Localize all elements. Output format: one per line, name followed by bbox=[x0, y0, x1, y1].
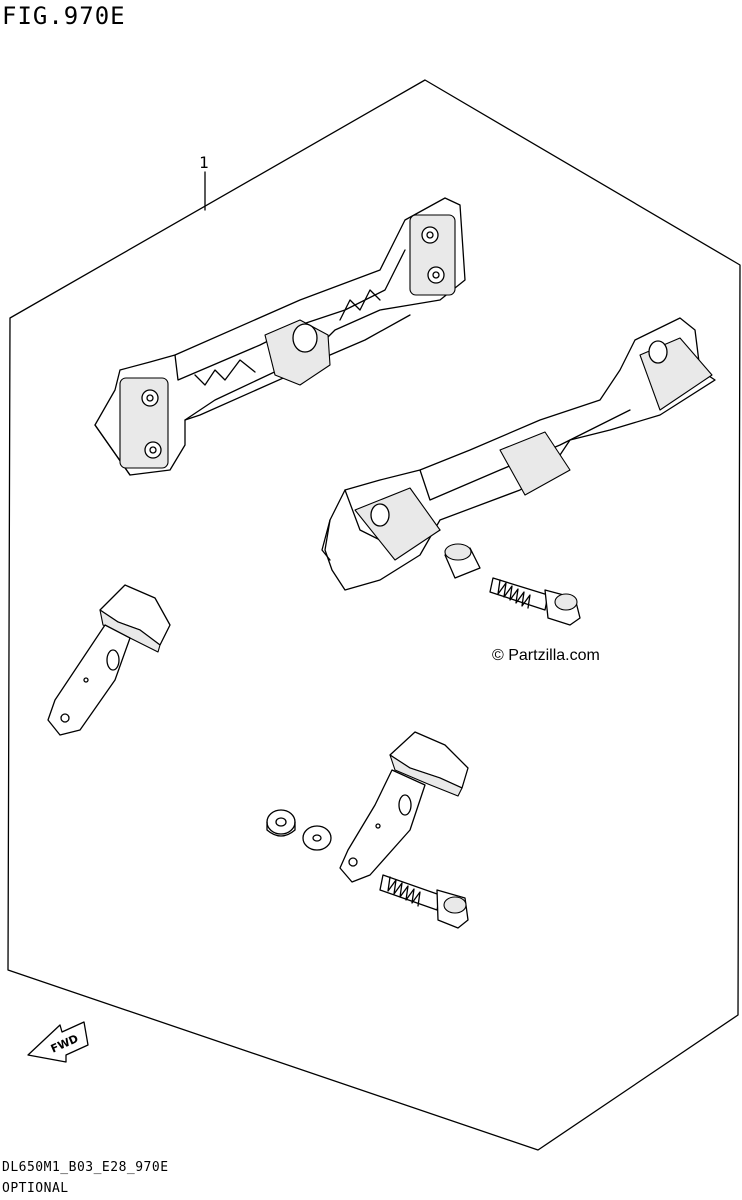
collar-spacer bbox=[444, 543, 481, 579]
watermark: © Partzilla.com bbox=[492, 647, 600, 664]
washer bbox=[302, 825, 332, 851]
svg-text:© Partzilla.com: © Partzilla.com bbox=[492, 647, 600, 664]
left-foot-lever bbox=[47, 584, 171, 736]
right-rail-bracket bbox=[321, 317, 716, 591]
lower-bolt bbox=[379, 874, 469, 929]
right-foot-lever bbox=[339, 731, 469, 883]
callout-number: 1 bbox=[199, 153, 209, 172]
figure-caption: OPTIONAL bbox=[2, 1181, 69, 1196]
figure-title: FIG.970E bbox=[2, 2, 126, 30]
fwd-arrow-icon: FWD bbox=[27, 1021, 89, 1063]
left-rail-bracket bbox=[94, 197, 466, 476]
footer-code: DL650M1_B03_E28_970E bbox=[2, 1160, 169, 1175]
kit-boundary bbox=[7, 79, 741, 1151]
flange-nut bbox=[266, 809, 296, 837]
upper-bolt bbox=[489, 577, 581, 626]
